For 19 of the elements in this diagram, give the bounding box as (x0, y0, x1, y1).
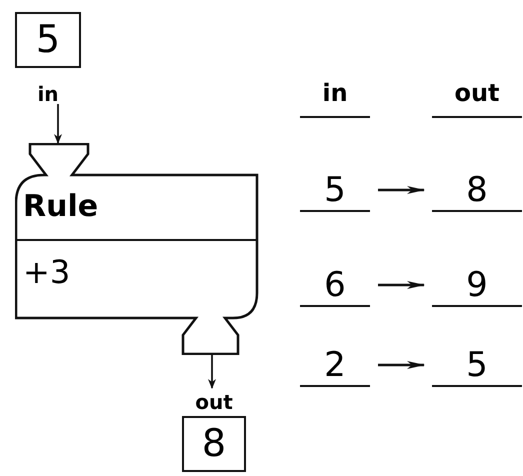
answer-line: 8 (432, 170, 522, 212)
machine-rule: +3 (23, 252, 70, 293)
arrow (54, 104, 62, 144)
answer-line: 5 (432, 345, 522, 387)
arrow (378, 186, 425, 194)
answer-line: 9 (432, 265, 522, 307)
answer-line: 2 (300, 345, 370, 387)
machine-title: Rule (23, 188, 98, 226)
number-box: 5 (15, 12, 81, 68)
answer-line: 5 (300, 170, 370, 212)
arrow (378, 361, 425, 369)
column-header: in (300, 76, 370, 118)
arrow (378, 281, 425, 289)
answer-line: 6 (300, 265, 370, 307)
arrow (208, 355, 216, 389)
io-label: out (194, 392, 234, 412)
number-box: 8 (182, 416, 246, 472)
io-label: in (36, 84, 60, 104)
column-header: out (432, 76, 522, 118)
